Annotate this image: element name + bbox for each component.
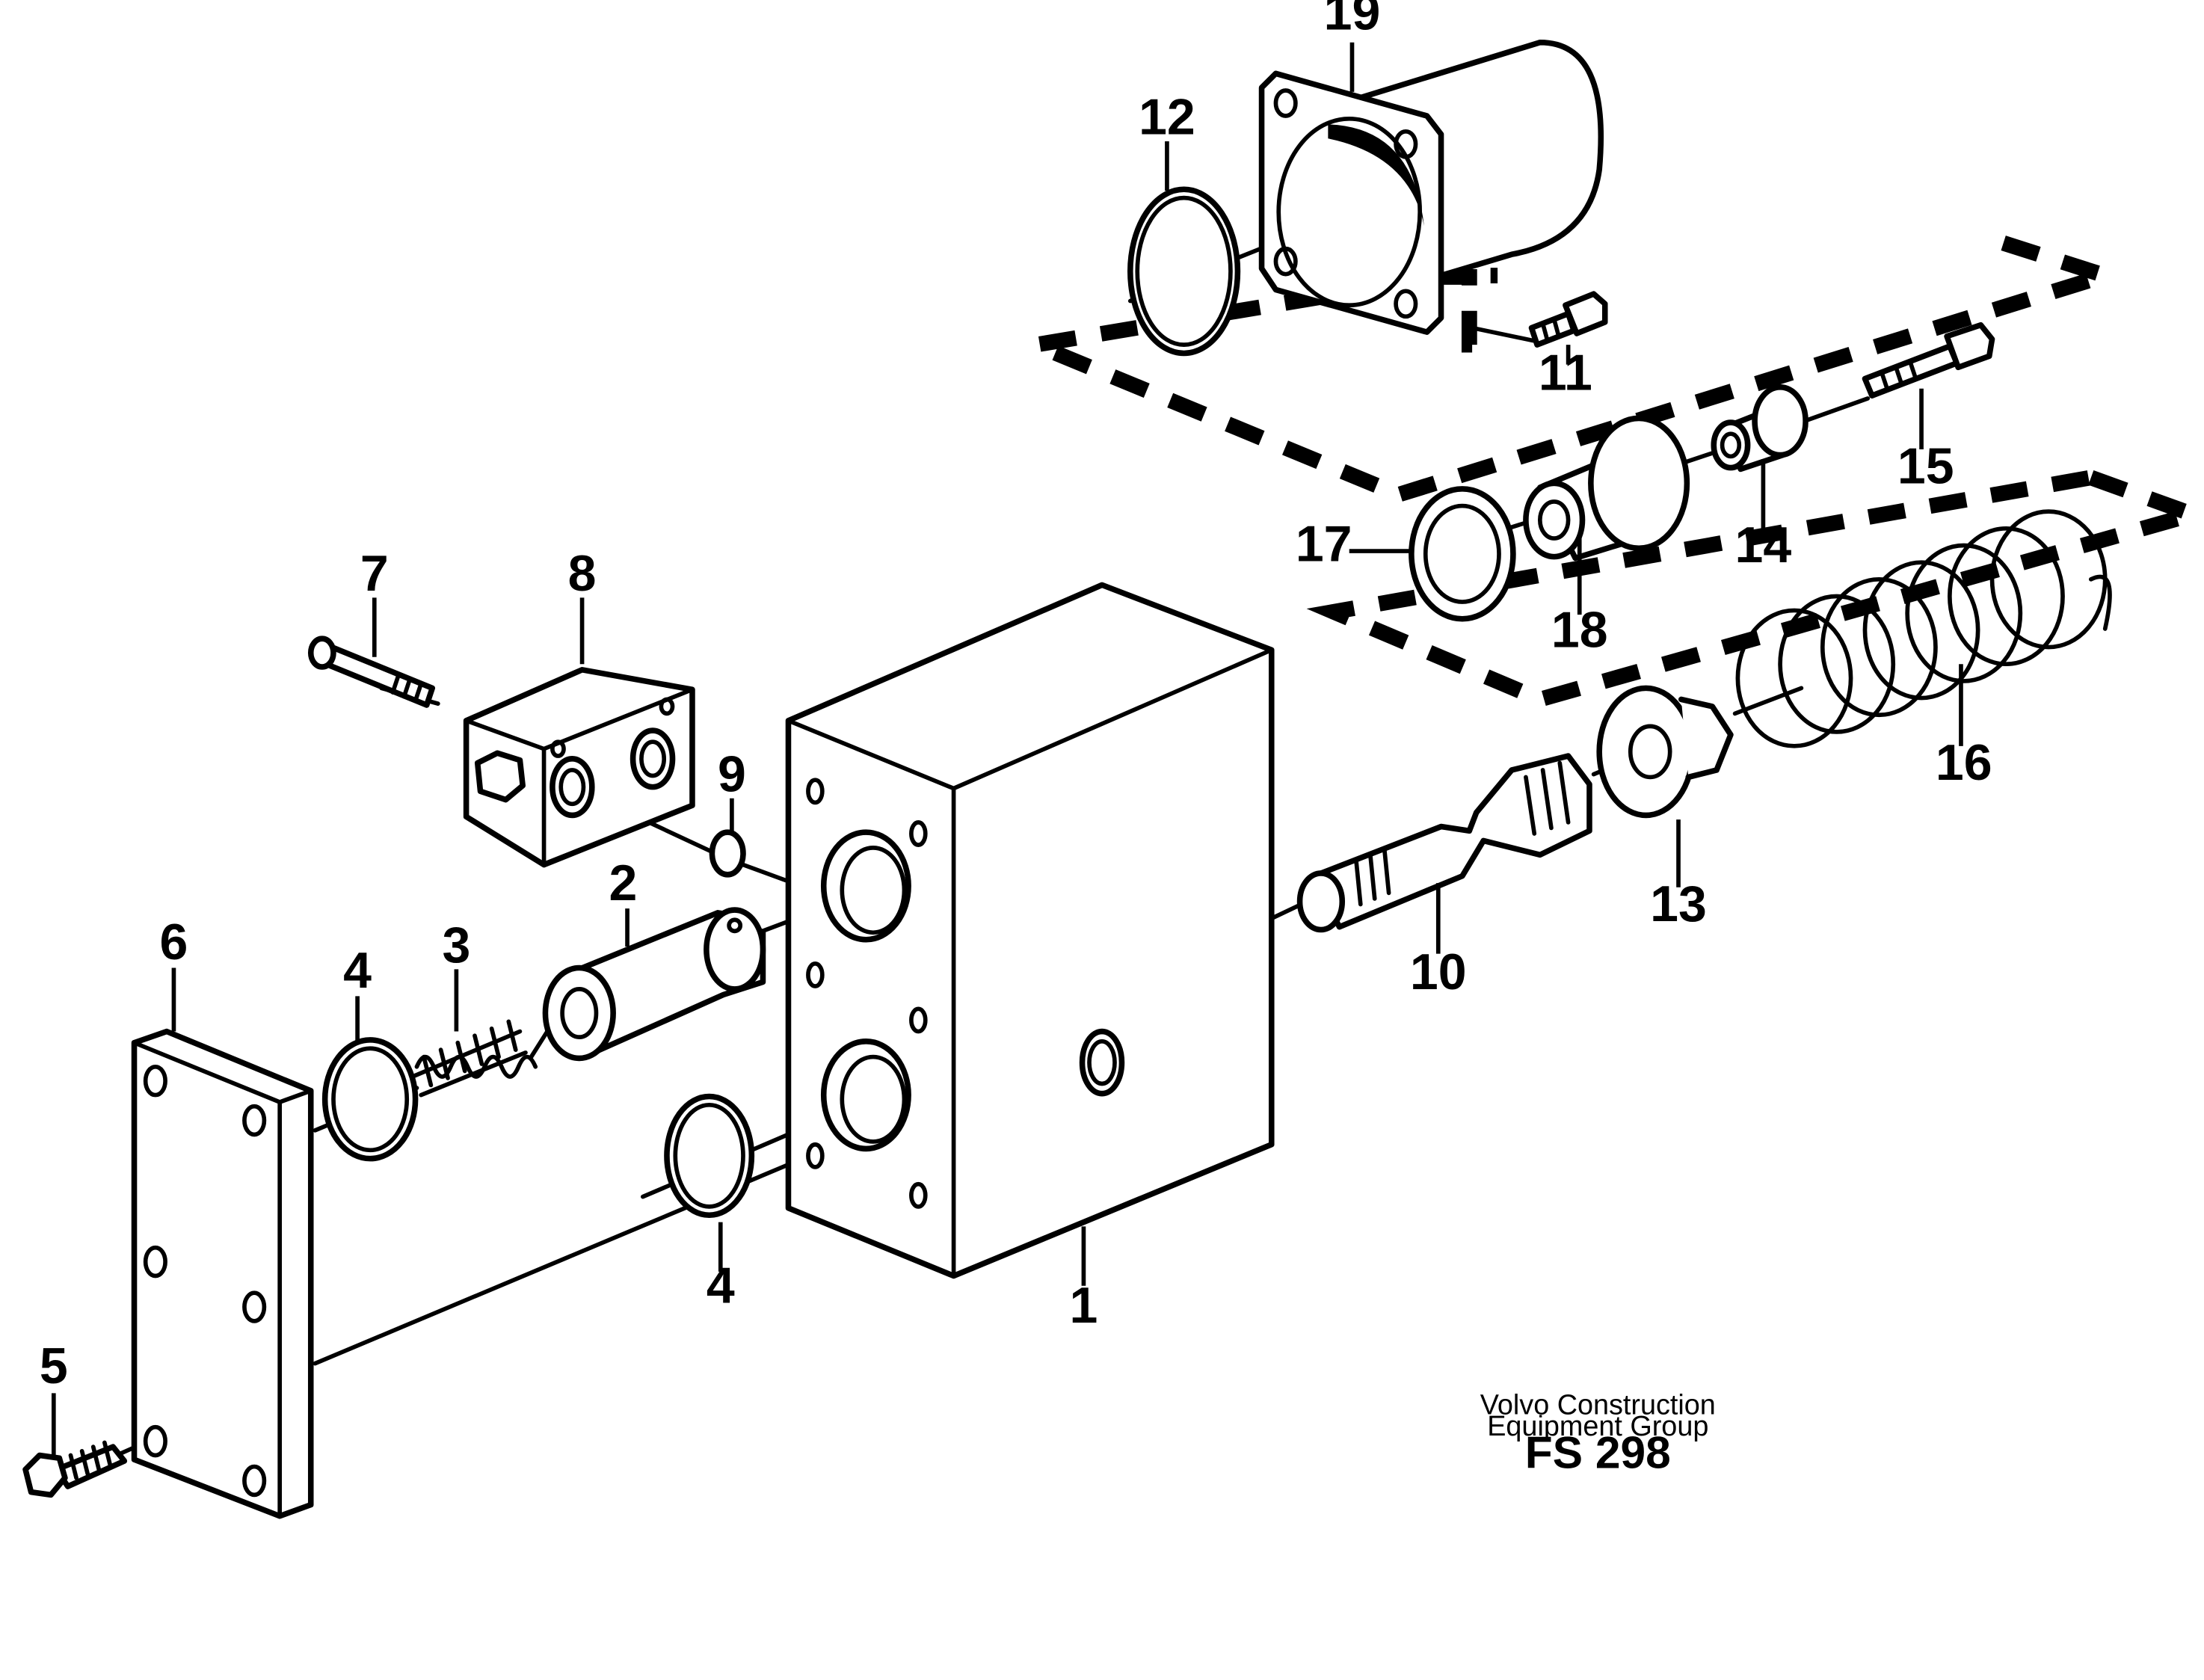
callout-17: 17 xyxy=(1296,515,1352,572)
valve-block xyxy=(463,667,695,868)
callout-6: 6 xyxy=(160,914,188,970)
bushing xyxy=(1711,384,1809,473)
callout-7: 7 xyxy=(360,545,389,602)
valve-housing xyxy=(785,582,1275,1279)
dashed-group-outline-lower xyxy=(1306,470,2204,708)
callout-2: 2 xyxy=(609,855,637,911)
small-cap-screw xyxy=(1528,291,1608,348)
small-o-ring xyxy=(709,829,746,878)
callout-9: 9 xyxy=(718,745,746,802)
callout-15: 15 xyxy=(1897,437,1954,494)
washer xyxy=(1409,486,1516,622)
callout-labels: 1 2 3 4 4 5 6 7 8 9 10 11 12 13 14 15 16… xyxy=(40,0,1992,1394)
callout-1: 1 xyxy=(1070,1277,1098,1334)
credit-line-2: Equipment Group xyxy=(1487,1411,1708,1442)
leader-lines xyxy=(51,42,1963,1456)
callout-4-lower: 4 xyxy=(707,1257,735,1314)
callout-18: 18 xyxy=(1551,602,1608,659)
cover-plate xyxy=(131,1028,314,1519)
spool xyxy=(1296,753,1592,933)
o-ring-left xyxy=(321,1037,419,1162)
main-spring xyxy=(1735,509,2112,748)
credit-block: Volvo Construction Equipment Group FS 29… xyxy=(1480,1390,1716,1478)
callout-4-left: 4 xyxy=(343,942,372,999)
credit-line-1: Volvo Construction xyxy=(1480,1390,1716,1421)
callout-11: 11 xyxy=(1539,345,1592,401)
callout-13: 13 xyxy=(1650,876,1707,932)
callout-5: 5 xyxy=(40,1338,68,1394)
cap-screw xyxy=(1862,321,1995,399)
callout-16: 16 xyxy=(1936,734,1992,791)
hex-bolt xyxy=(22,1440,128,1498)
solenoid-housing xyxy=(1258,39,1604,335)
figure-code: FS 298 xyxy=(1525,1427,1671,1477)
callout-3: 3 xyxy=(442,917,470,973)
small-spring xyxy=(410,1019,538,1098)
o-ring-lower xyxy=(664,1093,755,1219)
callout-10: 10 xyxy=(1410,944,1467,1000)
callout-14: 14 xyxy=(1735,517,1792,573)
callout-12: 12 xyxy=(1139,89,1195,146)
spring-seat xyxy=(1596,685,1734,819)
callout-8: 8 xyxy=(568,545,597,602)
large-o-ring xyxy=(1127,186,1241,357)
long-bolt xyxy=(307,636,436,708)
callout-19: 19 xyxy=(1324,0,1381,41)
piston xyxy=(542,907,766,1062)
flanged-sleeve xyxy=(1523,415,1690,561)
